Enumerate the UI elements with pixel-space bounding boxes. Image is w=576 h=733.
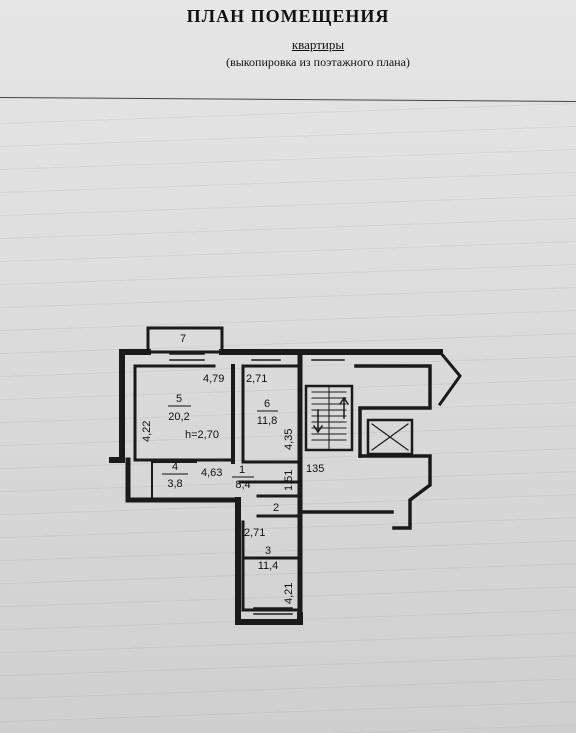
dimension-271-bottom: 2,71 [244,527,265,539]
dimension-151: 1,51 [283,470,295,491]
wall-room4-inner [151,461,197,499]
room-6-area: 11,8 [257,415,278,427]
page-title: ПЛАН ПОМЕЩЕНИЯ [186,6,390,26]
room-3-area: 11,4 [258,560,279,572]
room-1-number: 1 [239,464,245,476]
page-note: (выкопировка из поэтажного плана) [226,55,410,69]
window-bottom [253,607,293,615]
room-5-number: 5 [176,393,182,405]
wall-diagonal [437,349,462,407]
room-7-number: 7 [180,333,186,345]
stair-arrow-down [312,409,324,434]
room-1-area: 8,4 [235,479,250,491]
elevator-cross [371,423,409,451]
room-4-number: 4 [172,461,178,473]
ceiling-height: h=2,70 [185,429,219,441]
wall-corridor [238,480,298,518]
outer-wall [109,349,125,463]
room-6-number: 6 [264,398,270,410]
outer-wall-left-lower [125,457,239,503]
wall-room5-bottom [133,364,216,462]
room-3-number: 3 [265,545,271,557]
wall-room6 [241,364,298,464]
dimension-271-top: 2,71 [246,373,267,385]
dimension-135: 135 [306,463,324,475]
dimension-422: 4,22 [141,421,153,442]
stair-arrow-up [338,396,350,419]
room-2-number: 2 [273,502,279,514]
dimension-463: 4,63 [201,467,222,479]
dimension-435: 4,35 [283,429,295,450]
wall-east-curve [358,454,432,530]
dimension-479: 4,79 [203,373,224,385]
balcony-7 [146,326,224,354]
room-4-area: 3,8 [167,478,182,490]
dimension-421: 4,21 [283,583,295,604]
stair-steps [311,385,347,451]
page-subtitle: квартиры [291,37,345,52]
room-5-area: 20,2 [168,411,189,423]
window-east [311,353,345,361]
elevator-shaft [366,418,414,456]
wall-east-wing [354,364,432,458]
window-room6 [251,353,281,361]
window-room5 [169,353,205,361]
